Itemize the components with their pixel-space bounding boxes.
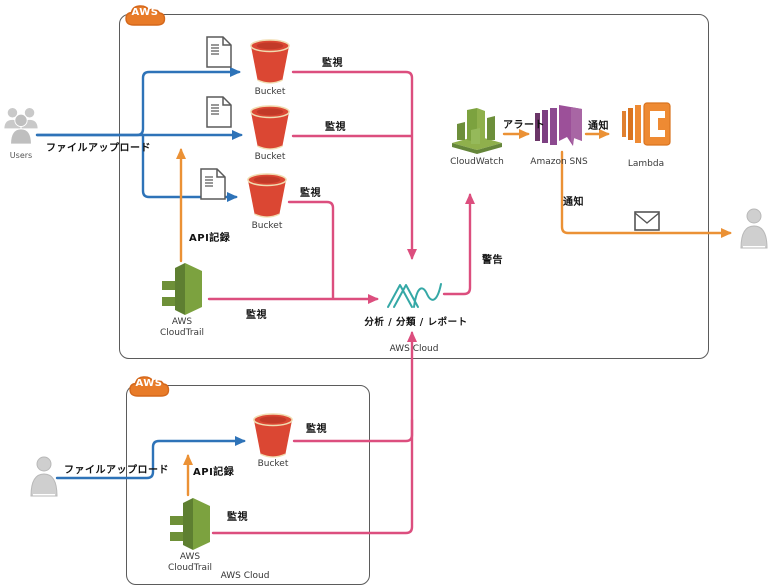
envelope-icon bbox=[634, 211, 660, 235]
aws-badge-top: AWS bbox=[123, 2, 167, 28]
document-icon-1 bbox=[206, 36, 232, 72]
edge-label-monitor-bucket3: 監視 bbox=[300, 188, 321, 199]
person-bottom-icon bbox=[29, 456, 59, 504]
sns-icon bbox=[533, 100, 585, 156]
aws-cloud-box-bottom bbox=[126, 385, 370, 585]
users-label: Users bbox=[9, 151, 33, 160]
edge-label-monitor-bucket1: 監視 bbox=[322, 58, 343, 69]
aws-badge-bottom-label: AWS bbox=[135, 378, 163, 389]
cloud-icon bbox=[129, 376, 170, 397]
edge-label-file-upload-top: ファイルアップロード bbox=[46, 143, 151, 154]
aws-badge-bottom: AWS bbox=[127, 373, 171, 399]
s3-bucket-1-label: Bucket bbox=[254, 87, 286, 97]
lambda-icon bbox=[621, 99, 671, 153]
s3-bucket-1-icon bbox=[249, 38, 291, 90]
aws-cloud-label-bottom: AWS Cloud bbox=[220, 571, 270, 581]
edge-label-api-record-bottom: API記録 bbox=[193, 467, 235, 478]
cloudtrail-top-label-line1: AWS bbox=[171, 317, 193, 327]
cloudtrail-bottom-icon bbox=[165, 496, 215, 556]
aws-badge-top-label: AWS bbox=[131, 7, 159, 18]
aws-cloud-label-top: AWS Cloud bbox=[389, 344, 439, 354]
edge-label-monitor-cloudtrail-bottom: 監視 bbox=[227, 512, 248, 523]
cloudtrail-bottom-label-line2: CloudTrail bbox=[167, 562, 213, 573]
s3-bucket-bottom-label: Bucket bbox=[257, 459, 289, 469]
sns-label: Amazon SNS bbox=[530, 157, 588, 167]
edge-label-alert: アラート bbox=[503, 120, 545, 131]
cloudtrail-top-icon bbox=[157, 261, 207, 321]
s3-bucket-2-label: Bucket bbox=[254, 152, 286, 162]
s3-bucket-bottom-icon bbox=[252, 412, 294, 464]
person-right-icon bbox=[739, 208, 768, 256]
document-icon-2 bbox=[206, 96, 232, 132]
cloud-icon bbox=[125, 5, 166, 26]
edge-label-monitor-bucket-bottom: 監視 bbox=[306, 424, 327, 435]
s3-bucket-3-icon bbox=[246, 172, 288, 224]
edge-label-file-upload-bottom: ファイルアップロード bbox=[64, 465, 169, 476]
cloudwatch-label: CloudWatch bbox=[450, 157, 504, 167]
cloudtrail-bottom-label: AWS CloudTrail bbox=[154, 552, 226, 574]
analysis-waves-icon bbox=[386, 280, 444, 314]
edge-label-api-record-top: API記録 bbox=[189, 233, 231, 244]
document-icon-3 bbox=[200, 168, 226, 204]
cloudtrail-top-label: AWS CloudTrail bbox=[146, 317, 218, 339]
s3-bucket-3-label: Bucket bbox=[251, 221, 283, 231]
aws-cloud-box-top bbox=[119, 14, 709, 359]
edge-label-warning: 警告 bbox=[482, 255, 503, 266]
cloudwatch-icon bbox=[451, 100, 503, 158]
users-group-icon bbox=[2, 103, 40, 155]
cloudtrail-bottom-label-line1: AWS bbox=[179, 552, 201, 562]
lambda-label: Lambda bbox=[627, 159, 665, 169]
edge-label-monitor-cloudtrail-top: 監視 bbox=[246, 310, 267, 321]
edge-label-notify-mail: 通知 bbox=[563, 197, 584, 208]
edge-label-notify-lambda: 通知 bbox=[588, 121, 609, 132]
cloudtrail-top-label-line2: CloudTrail bbox=[159, 327, 205, 338]
analysis-label: 分析 / 分類 / レポート bbox=[364, 317, 468, 328]
edge-label-monitor-bucket2: 監視 bbox=[325, 122, 346, 133]
s3-bucket-2-icon bbox=[249, 104, 291, 156]
